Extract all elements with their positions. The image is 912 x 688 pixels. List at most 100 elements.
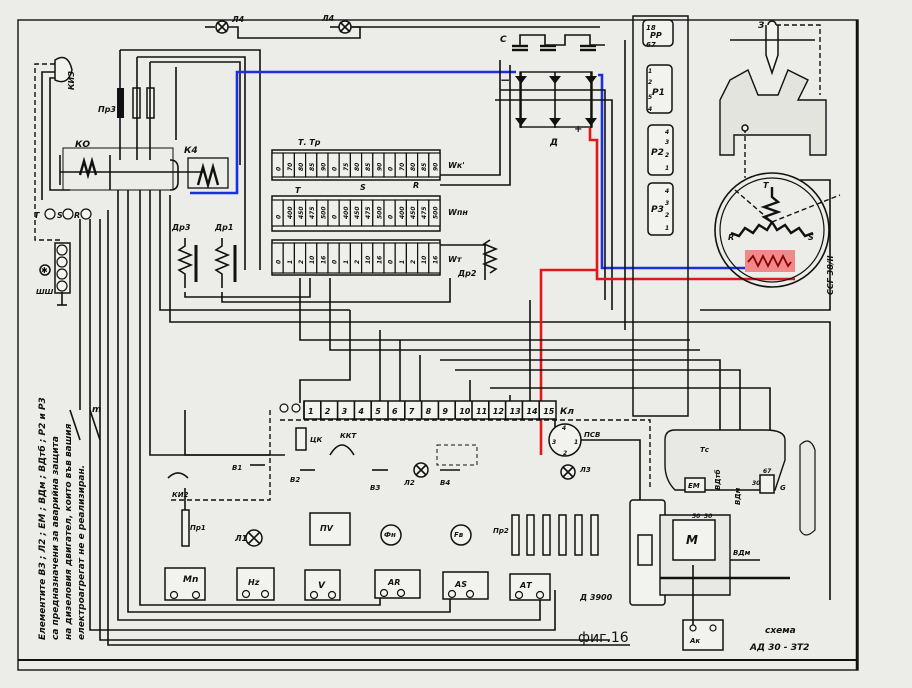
switch-cell-label: 0 — [388, 215, 395, 219]
svg-text:1: 1 — [648, 68, 652, 75]
svg-text:ЕМ: ЕМ — [688, 482, 700, 490]
svg-text:T: T — [34, 211, 40, 220]
svg-text:V: V — [318, 581, 326, 591]
svg-text:ВДм: ВДм — [733, 549, 751, 557]
switch-cell-label: 0 — [276, 215, 283, 219]
earth-terminal-block: ✱ ШШ — [36, 242, 71, 306]
terminals-tsr: T S R — [34, 208, 92, 220]
strip-terminal-label: 1 — [308, 407, 314, 416]
engine-block: Тс ЕМ ВДтб ВДм G 67 30 Д 3900 М 50 30 ВД… — [579, 429, 816, 651]
svg-text:са предназначени за аварийна з: са предназначени за аварийна защита — [51, 436, 61, 640]
switch-cell-label: 80 — [298, 163, 305, 171]
switch-cell-label: 90 — [432, 163, 439, 171]
svg-text:4: 4 — [665, 188, 669, 195]
components-middle: ЦК ККТ В1 В2 ВЗ Л2 В4 4 3 1 2 ПСВ Л3 КИ2 — [167, 423, 600, 499]
switch-cell — [428, 199, 441, 227]
svg-text:67: 67 — [763, 468, 772, 475]
generator-ssg: T R S ССГ 38/II — [700, 172, 841, 311]
svg-text:4: 4 — [648, 106, 652, 113]
switch-cell-label: 80 — [354, 163, 361, 171]
switch-cell-label: 400 — [343, 206, 350, 219]
switch-cell-label: 10 — [421, 256, 428, 264]
svg-text:Р2: Р2 — [651, 148, 664, 158]
svg-text:З: З — [758, 21, 765, 31]
switch-cell — [327, 242, 340, 274]
svg-text:АR: АR — [387, 578, 400, 587]
svg-text:М: М — [686, 533, 698, 547]
strip-terminal-label: 11 — [476, 407, 487, 416]
switch-cell — [349, 242, 363, 274]
diode-bridge: C − + Д — [495, 34, 613, 310]
svg-text:ЦК: ЦК — [310, 436, 322, 444]
strip-terminal-label: 9 — [442, 407, 448, 416]
wire-bundle-left: m — [69, 190, 831, 646]
svg-text:Кл: Кл — [560, 407, 574, 417]
svg-text:1: 1 — [574, 439, 578, 446]
svg-text:3: 3 — [665, 200, 669, 207]
switch-cell — [428, 152, 441, 178]
svg-text:2: 2 — [665, 212, 669, 219]
svg-text:2: 2 — [648, 79, 652, 86]
svg-text:КИ2: КИ2 — [172, 491, 189, 499]
svg-text:R: R — [728, 233, 734, 242]
switch-cell-label: 2 — [298, 260, 305, 264]
heater-icon — [747, 253, 792, 269]
relay-k4: К4 — [169, 146, 229, 191]
svg-text:Пр1: Пр1 — [190, 524, 206, 532]
caption-schema: схема — [765, 626, 796, 636]
switch-cell-label: 16 — [432, 256, 439, 264]
strip-terminal-label: 2 — [325, 407, 331, 416]
svg-text:ККТ: ККТ — [340, 432, 357, 440]
switch-cell-label: 450 — [410, 206, 417, 219]
svg-text:на дизеловия двигател, които в: на дизеловия двигател, които във вашия — [64, 423, 74, 640]
svg-text:ШШ: ШШ — [36, 288, 54, 296]
lamp-l4-right: Л4 — [321, 14, 600, 34]
switch-cell-label: 400 — [287, 206, 294, 219]
svg-text:Др2: Др2 — [457, 269, 477, 278]
switch-cell-label: 0 — [332, 260, 339, 264]
svg-text:В4: В4 — [440, 479, 450, 487]
svg-text:Wт: Wт — [448, 255, 463, 264]
fuses-pr3: Пр3 — [98, 49, 261, 270]
svg-text:Пр3: Пр3 — [98, 105, 116, 114]
svg-text:R: R — [413, 181, 419, 190]
svg-text:Л2: Л2 — [403, 479, 415, 487]
svg-text:Wк': Wк' — [448, 161, 465, 170]
svg-text:Р3: Р3 — [651, 205, 664, 215]
switch-cell-label: 0 — [332, 215, 339, 219]
switch-cell-label: 85 — [309, 163, 316, 171]
switch-cell-label: 2 — [354, 260, 361, 264]
svg-text:67: 67 — [646, 41, 656, 49]
strip-terminal-label: 3 — [342, 407, 348, 416]
svg-text:ВЗ: ВЗ — [370, 484, 380, 492]
svg-text:Фн: Фн — [384, 531, 396, 539]
switch-cell — [383, 199, 396, 227]
svg-text:G: G — [780, 484, 786, 492]
svg-text:Т. Тр: Т. Тр — [298, 138, 321, 147]
svg-text:+: + — [574, 124, 582, 135]
svg-text:18: 18 — [646, 24, 656, 32]
strip-terminal-label: 12 — [493, 407, 505, 416]
switch-cell-label: 0 — [276, 167, 283, 171]
switch-cell — [271, 152, 284, 178]
switch-cell-label: 85 — [365, 163, 372, 171]
svg-text:S: S — [57, 211, 63, 220]
switch-cell-label: 16 — [320, 256, 327, 264]
svg-text:30: 30 — [752, 480, 760, 487]
switch-cell — [383, 242, 396, 274]
svg-text:5: 5 — [648, 94, 652, 101]
svg-text:В2: В2 — [290, 476, 300, 484]
svg-text:4: 4 — [562, 425, 566, 432]
svg-text:Л4: Л4 — [321, 14, 335, 23]
switch-cell-label: 1 — [399, 260, 406, 264]
svg-text:T: T — [763, 181, 769, 190]
svg-text:−: − — [500, 73, 510, 87]
switch-cell-label: 450 — [354, 206, 361, 219]
switch-cell — [271, 199, 284, 227]
switch-cell-label: 10 — [365, 256, 372, 264]
red-wire-2 — [539, 268, 598, 455]
